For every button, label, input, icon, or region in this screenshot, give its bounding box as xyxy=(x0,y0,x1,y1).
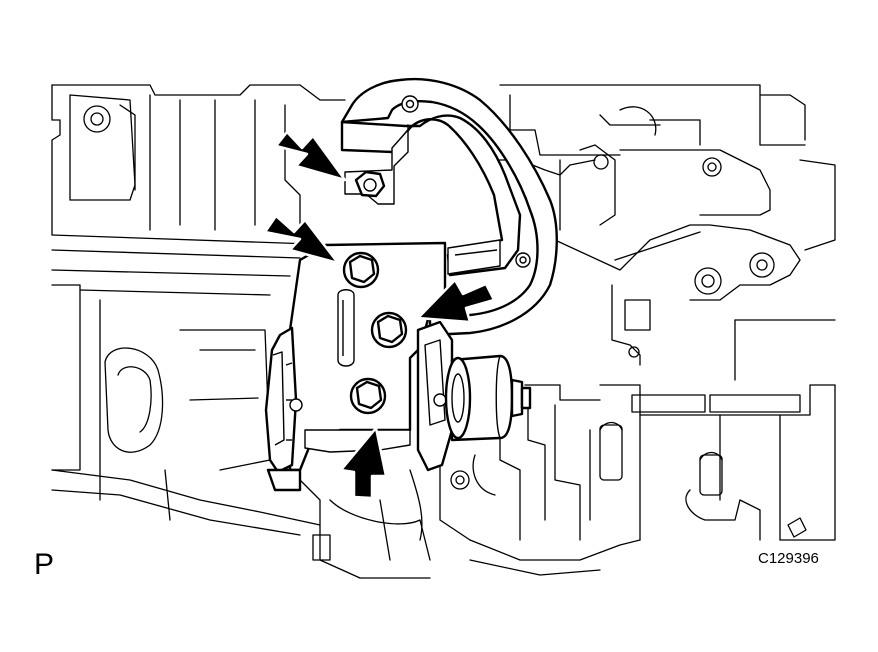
arrow-icon xyxy=(416,278,496,324)
arrow-icon xyxy=(274,130,347,182)
engine-mount-plate xyxy=(264,241,454,492)
arrow-icon xyxy=(334,426,388,500)
mount-insulator xyxy=(444,354,532,442)
indicator-arrows xyxy=(263,130,496,500)
arrow-icon xyxy=(263,214,340,265)
bolt-center xyxy=(370,311,408,349)
bolt-lower xyxy=(349,377,387,415)
bolt-upper xyxy=(354,170,386,198)
bolt-left xyxy=(342,251,380,289)
figure-id: C129396 xyxy=(758,550,819,567)
engine-block-background xyxy=(51,84,836,579)
view-label: P xyxy=(34,548,55,581)
